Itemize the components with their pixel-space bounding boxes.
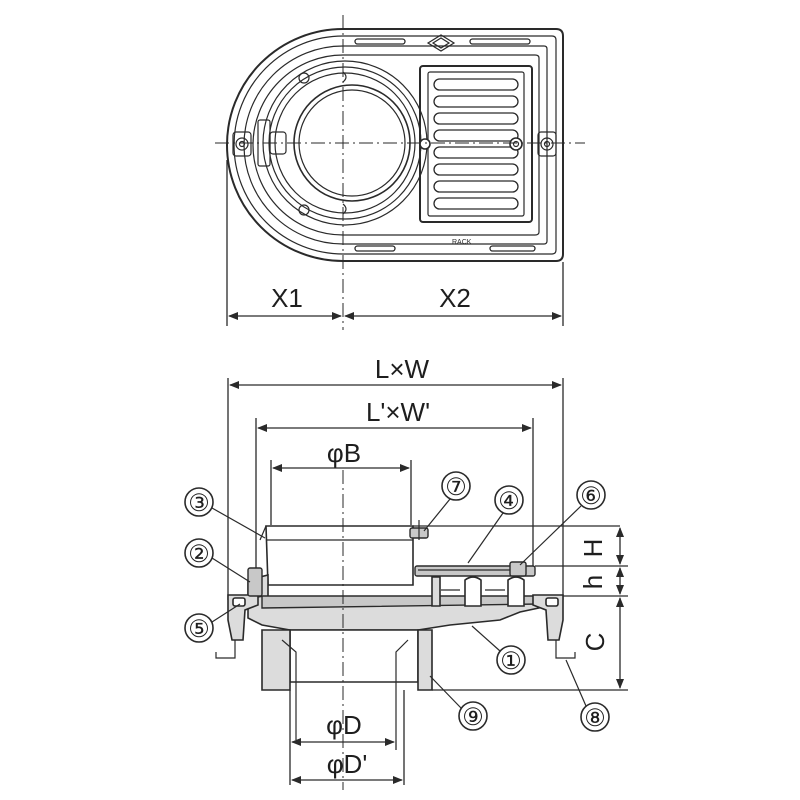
- callout-1: ①: [471, 625, 526, 675]
- right-anchor: [532, 594, 576, 659]
- callout-4: ④: [467, 485, 524, 564]
- svg-text:⑦: ⑦: [445, 474, 467, 501]
- left-clamp: [247, 567, 263, 597]
- callout-2: ②: [184, 538, 251, 583]
- frame-slot: [489, 245, 536, 252]
- right-bolt-icon: [537, 131, 557, 157]
- dim-label-x2: X2: [439, 283, 471, 313]
- top-outer-frame: [226, 28, 564, 262]
- trap-sleeve: [289, 629, 419, 683]
- left-anchor: [215, 567, 263, 659]
- dim-label-lw: L×W: [375, 354, 430, 384]
- frame-slot: [354, 245, 396, 252]
- dim-label-b: φB: [327, 438, 361, 468]
- dim-label-d-outer: φD': [327, 749, 368, 779]
- top-bolt-icon: [409, 520, 429, 540]
- outlet-wall-left: [261, 629, 291, 691]
- ring-bolt: [298, 72, 310, 84]
- callout-9: ⑨: [429, 675, 488, 731]
- svg-text:④: ④: [498, 488, 520, 515]
- top-view: RACK: [215, 15, 585, 330]
- svg-text:②: ②: [188, 541, 210, 568]
- top-frame-inner-3: [252, 54, 540, 236]
- diamond-logo-icon: [426, 34, 456, 52]
- maker-mark-text: RACK: [452, 239, 472, 246]
- top-grating: [419, 65, 533, 223]
- svg-text:①: ①: [500, 648, 522, 675]
- callout-5: ⑤: [184, 603, 241, 643]
- upper-sleeve: [265, 525, 414, 586]
- svg-text:⑤: ⑤: [188, 616, 210, 643]
- top-frame-inner-1: [233, 35, 557, 255]
- svg-text:③: ③: [188, 490, 210, 517]
- section-grating: [414, 561, 536, 607]
- ring-notch: [342, 203, 347, 215]
- top-frame-inner-2: [243, 45, 548, 245]
- callout-6: ⑥: [519, 480, 606, 566]
- inner-pipe-right: [395, 639, 409, 740]
- callout-3: ③: [184, 487, 266, 539]
- ring-notch: [342, 71, 347, 83]
- dim-label-x1: X1: [271, 283, 303, 313]
- dim-label-c: C: [580, 633, 610, 652]
- section-view: L×W L'×W' φB: [184, 354, 628, 790]
- dim-label-d: φD: [326, 710, 362, 740]
- dim-label-h-upper: H: [578, 539, 608, 558]
- callout-7: ⑦: [423, 471, 471, 532]
- svg-text:⑧: ⑧: [584, 705, 606, 732]
- left-bolt-icon: [232, 131, 252, 157]
- ring-bolt: [298, 204, 310, 216]
- callout-8: ⑧: [565, 659, 610, 732]
- outlet-wall-right: [417, 629, 433, 691]
- dim-label-lw-inner: L'×W': [366, 397, 430, 427]
- drain-body: [237, 525, 564, 740]
- svg-text:⑥: ⑥: [580, 483, 602, 510]
- frame-slot: [354, 38, 406, 45]
- inner-pipe-left: [281, 639, 297, 740]
- dim-label-h-lower: h: [578, 575, 608, 589]
- frame-slot: [469, 38, 531, 45]
- svg-text:⑨: ⑨: [462, 704, 484, 731]
